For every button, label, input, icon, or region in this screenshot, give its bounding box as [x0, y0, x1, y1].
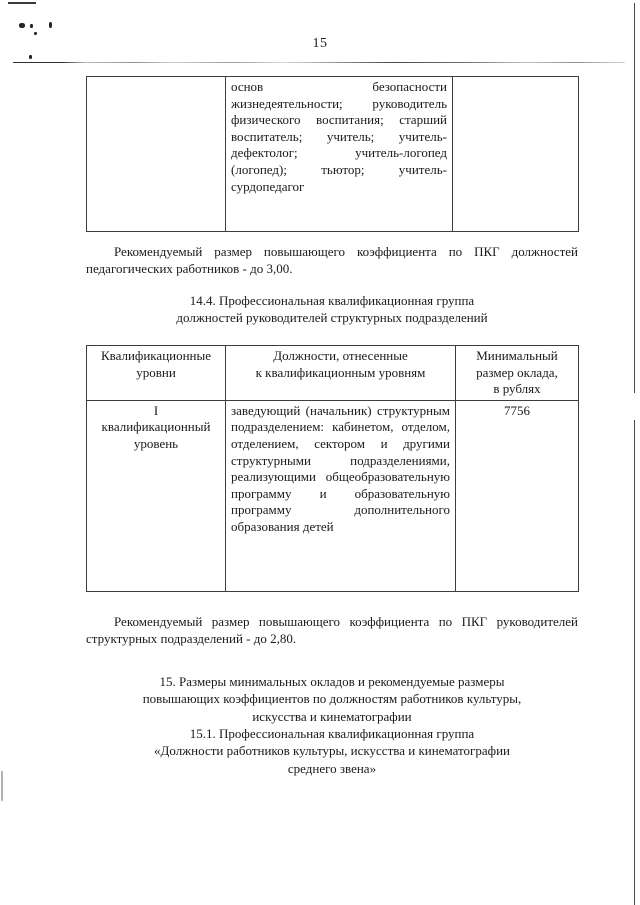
- table-pedagogical-continued: основ безопасности жизнедеятельности; ру…: [86, 76, 579, 232]
- ink-speck: [29, 55, 32, 59]
- column-header-qualification-levels: Квалификационные уровни: [86, 345, 226, 401]
- paragraph-text: Рекомендуемый размер повышающего коэффиц…: [86, 614, 578, 647]
- header-text: Квалификационные уровни: [100, 348, 212, 380]
- cell-position-titles: заведующий (начальник) структурным подра…: [225, 399, 456, 592]
- paragraph-pedagogical-coefficient: Рекомендуемый размер повышающего коэффиц…: [86, 243, 578, 278]
- heading-14-4: 14.4. Профессиональная квалификационная …: [86, 292, 578, 327]
- header-text: в рублях: [493, 381, 541, 397]
- table-row: I квалификационный уровень заведующий (н…: [86, 399, 579, 592]
- cell-qualification-level: [86, 76, 226, 232]
- header-text: размер оклада,: [476, 364, 558, 380]
- header-text: к квалификационным уровням: [255, 364, 426, 380]
- cell-minimum-salary: [452, 76, 579, 232]
- ink-speck: [49, 22, 52, 28]
- heading-line: должностей руководителей структурных под…: [176, 310, 488, 326]
- scan-corner-mark: [8, 2, 36, 4]
- heading-line: 15.1. Профессиональная квалификационная …: [189, 726, 475, 741]
- paragraph-text: Рекомендуемый размер повышающего коэффиц…: [86, 244, 578, 277]
- heading-line: искусства и кинематографии: [252, 708, 412, 724]
- level-numeral: I: [153, 402, 159, 418]
- page-number: 15: [312, 36, 328, 51]
- heading-line: 14.4. Профессиональная квалификационная …: [189, 293, 475, 308]
- heading-15: 15. Размеры минимальных окладов и рекоме…: [86, 673, 578, 725]
- cell-position-titles: основ безопасности жизнедеятельности; ру…: [225, 76, 453, 232]
- cell-minimum-salary: 7756: [455, 399, 579, 592]
- header-rule: [13, 62, 625, 63]
- header-text: Минимальный: [476, 348, 558, 363]
- column-header-positions: Должности, отнесенные к квалификационным…: [225, 345, 456, 401]
- heading-15-1: 15.1. Профессиональная квалификационная …: [86, 725, 578, 777]
- paragraph-structural-heads-coefficient: Рекомендуемый размер повышающего коэффиц…: [86, 613, 578, 648]
- table-row: основ безопасности жизнедеятельности; ру…: [86, 76, 579, 232]
- heading-line: среднего звена»: [287, 760, 377, 776]
- table-header-row: Квалификационные уровни Должности, отнес…: [86, 345, 579, 401]
- scan-edge-artifact-right-lower: [634, 420, 635, 905]
- heading-line: 15. Размеры минимальных окладов и рекоме…: [159, 674, 505, 689]
- ink-speck: [30, 24, 33, 28]
- header-text: Должности, отнесенные: [273, 348, 408, 363]
- level-label: квалификационный уровень: [101, 419, 211, 451]
- ink-speck: [19, 23, 25, 28]
- heading-line: «Должности работников культуры, искусств…: [154, 743, 510, 759]
- column-header-minimum-salary: Минимальный размер оклада, в рублях: [455, 345, 579, 401]
- table-structural-heads: Квалификационные уровни Должности, отнес…: [86, 345, 579, 592]
- ink-speck: [34, 32, 37, 35]
- heading-line: повышающих коэффициентов по должностям р…: [142, 691, 522, 707]
- scan-edge-artifact-right: [634, 3, 635, 393]
- cell-qualification-level: I квалификационный уровень: [86, 399, 226, 592]
- scan-edge-artifact-left: [1, 0, 3, 905]
